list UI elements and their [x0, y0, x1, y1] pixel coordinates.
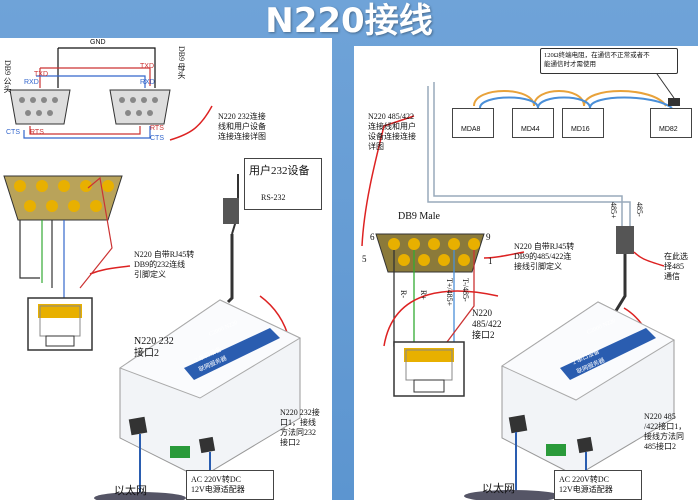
terminator-resistor	[668, 98, 680, 106]
ethernet-label: 以太网	[114, 485, 147, 497]
port1-note: N220 232接 口1，接线 方法同232 接口2	[280, 408, 320, 447]
arrow-port2	[383, 290, 499, 347]
arrow-rj45-note	[483, 251, 525, 259]
pin6-label: 6	[370, 232, 375, 242]
n220-device	[118, 299, 302, 479]
rs232-wiring-drawing	[3, 47, 302, 500]
rxd-left-label: RXD	[24, 79, 39, 86]
port1-485-note: N220 485 /422接口1， 接线方法同 485接口2	[644, 412, 687, 451]
db9-female-connector	[109, 89, 171, 125]
n220-device-485	[500, 301, 676, 477]
b485p-label: 485+	[609, 202, 618, 219]
rj45-jack	[27, 297, 93, 351]
rj45-jack-485	[393, 341, 465, 397]
rs485-wiring-drawing	[361, 63, 680, 500]
db9-plug	[223, 198, 239, 224]
rj45-pinout-note: N220 自带RJ45转 DB9的232连线 引脚定义	[134, 250, 195, 279]
t-minus-label: T-/485-	[461, 278, 470, 302]
user-device-label: 用户232设备	[249, 165, 310, 177]
db9-female-label: DB9 母头	[177, 46, 186, 80]
node-md82-label: MD82	[659, 126, 678, 133]
user-232-device: 用户232设备 RS-232	[244, 158, 322, 210]
node-md44: MD44	[512, 108, 554, 138]
page-title: N220接线	[265, 1, 433, 41]
power-adapter-485-box: AC 220V转DC 12V电源适配器	[554, 470, 642, 500]
arrow-select-485	[633, 251, 665, 267]
ethernet-network-bar	[94, 492, 186, 500]
crossover-wires	[23, 47, 156, 139]
bus-connection-note: N220 485/422 连接线和用户 设备连接连接 详图	[368, 112, 416, 151]
terminator-note-box: 120Ω终端电阻，在通信不正常或者不 能通信时才需使用	[540, 48, 678, 74]
db9-large-connector	[3, 175, 123, 221]
port2-label: N220 232 接口2	[134, 336, 174, 359]
db9-male-label: DB9 公头	[3, 60, 12, 94]
node-mda8: MDA8	[452, 108, 494, 138]
select-485-note: 在此选 择485 通信	[664, 252, 688, 281]
terminator-note: 120Ω终端电阻，在通信不正常或者不 能通信时才需使用	[544, 52, 650, 68]
node-md16-label: MD16	[571, 126, 590, 133]
rs232-wiring-panel: DB9 公头 DB9 母头 GND TXD RXD RTS CTS TXD RX…	[0, 38, 332, 500]
power-adapter-label: AC 220V转DC 12V电源适配器	[191, 475, 245, 494]
node-md82: MD82	[650, 108, 692, 138]
ethernet-network-bar-485	[464, 490, 560, 500]
ethernet-485-label: 以太网	[482, 483, 515, 495]
r-plus-label: R+	[419, 290, 428, 300]
rs232-connection-note: N220 232连接 线和用户设备 连接连接详图	[218, 112, 266, 141]
db9-male-title: DB9 Male	[398, 211, 440, 222]
cts-right-label: CTS	[6, 129, 20, 136]
b485m-label: 485-	[635, 202, 644, 217]
db9-male-connector	[9, 89, 71, 125]
t-plus-label: T+/485+	[445, 278, 454, 307]
rxd-right-label: RXD	[140, 79, 155, 86]
bus-wires	[427, 82, 673, 226]
power-adapter-box: AC 220V转DC 12V电源适配器	[186, 470, 274, 500]
node-mda8-label: MDA8	[461, 126, 481, 133]
rs485-wiring-panel: 120Ω终端电阻，在通信不正常或者不 能通信时才需使用 MDA8 MD44 MD…	[354, 46, 698, 500]
rj45-485-note: N220 自带RJ45转 DB9的485/422连 接线引脚定义	[514, 242, 575, 271]
node-md44-label: MD44	[521, 126, 540, 133]
db9-to-rj45-wires	[19, 176, 113, 298]
arrow-bus-note	[361, 115, 415, 247]
pin5-label: 5	[362, 254, 367, 264]
txd-left-label: TXD	[34, 71, 48, 78]
rs232-cable-lower	[226, 234, 234, 304]
pin9-label: 9	[486, 232, 491, 242]
port2-485-label: N220 485/422 接口2	[472, 308, 502, 340]
power-adapter-485-label: AC 220V转DC 12V电源适配器	[559, 475, 613, 494]
rs232-label: RS-232	[261, 193, 286, 202]
gnd-label: GND	[90, 39, 106, 46]
rs485-cable	[612, 254, 627, 315]
cts-left-label: CTS	[150, 135, 164, 142]
rts-right-label: RTS	[150, 125, 164, 132]
rts-left-label: RTS	[30, 129, 44, 136]
node-md16: MD16	[562, 108, 604, 138]
txd-right-label: TXD	[140, 63, 154, 70]
r-minus-label: R-	[399, 290, 408, 298]
pin1-label: 1	[488, 256, 493, 266]
db9-male-big	[375, 233, 485, 273]
arrow-to-db9	[169, 105, 213, 141]
db9-plug-485	[616, 226, 634, 254]
